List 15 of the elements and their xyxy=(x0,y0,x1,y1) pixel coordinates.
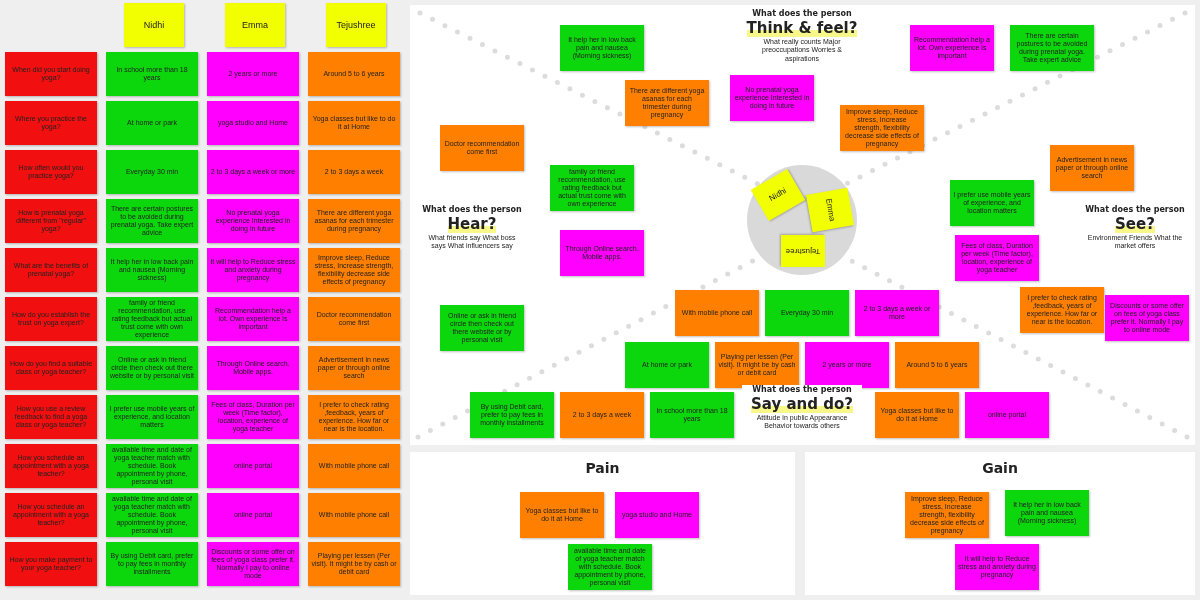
panel-title: Gain xyxy=(981,460,1019,476)
sticky-note: Nidhi xyxy=(124,3,184,47)
panel xyxy=(410,452,795,595)
sticky-note: Emma xyxy=(806,187,854,233)
section-heading: Hear? xyxy=(447,215,497,233)
sticky-note: Tejushree xyxy=(326,3,386,47)
panel-title: Pain xyxy=(584,460,621,476)
section-heading: Think & feel? xyxy=(746,19,858,37)
section-heading: Say and do? xyxy=(751,395,853,413)
sticky-note: Emma xyxy=(225,3,285,47)
panel xyxy=(805,452,1195,595)
section-subheading: What does the person xyxy=(742,385,862,394)
sticky-note: Tejushree xyxy=(781,235,825,267)
section-heading: See? xyxy=(1115,215,1155,233)
panel xyxy=(410,5,1195,445)
